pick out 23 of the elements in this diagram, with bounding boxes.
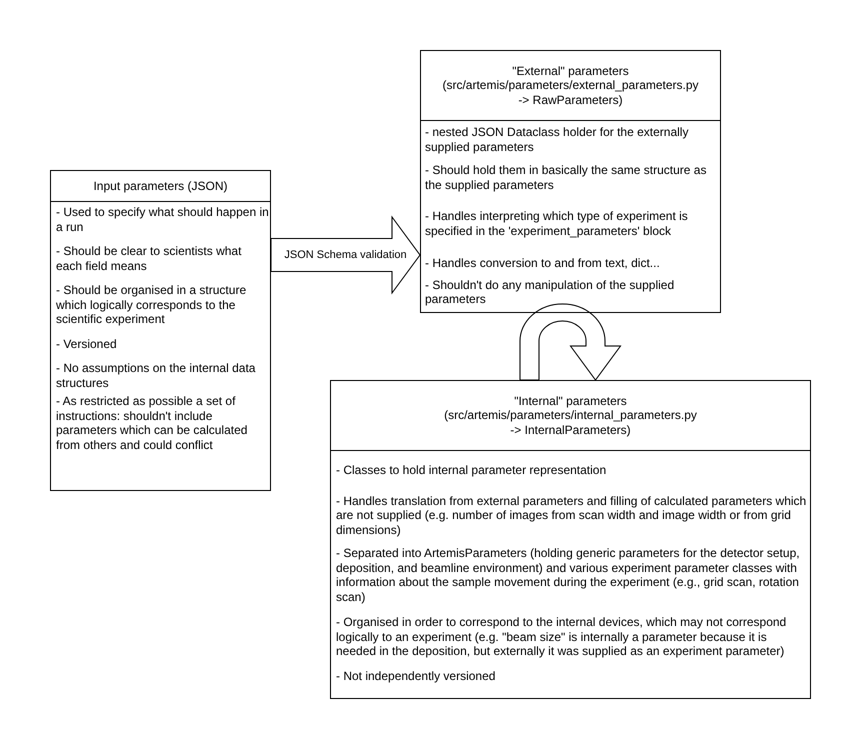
- bullet-text: - Handles interpreting which type of experiment is specified in the 'experiment_parameters' block: [425, 209, 689, 238]
- bullet-text: - Not independently versioned: [336, 668, 496, 683]
- bullet-text: - Used to specify what should happen in a run: [56, 205, 270, 234]
- bullet-text: - Should hold them in basically the same structure as the supplied parameters: [425, 163, 708, 192]
- class-box: [330, 380, 811, 699]
- class-box: [50, 170, 271, 491]
- bullet-text: - Classes to hold internal parameter representation: [336, 463, 608, 478]
- bullet-text: - Versioned: [56, 336, 118, 351]
- u-turn-arrow: [520, 304, 621, 380]
- bullet-text: - Handles conversion to and from text, dict...: [425, 256, 661, 270]
- bullet-text: - Should be organised in a structure which logically corresponds to the scientific experiment: [56, 283, 248, 326]
- bullet-text: - Separated into ArtemisParameters (holding generic parameters for the detector setup, deposition, and beamline environment) and various experiment parameter classes with information about the sample movement during the experiment (e.g., grid scan, rotation scan): [336, 546, 801, 604]
- box-title: "External" parameters (src/artemis/parameters/external_parameters.py -> RawParameters): [442, 64, 700, 108]
- bullet-text: - Should be clear to scientists what each field means: [56, 244, 242, 273]
- box-title: "Internal" parameters (src/artemis/parameters/internal_parameters.py -> InternalParameters): [443, 394, 698, 438]
- bullet-text: - No assumptions on the internal data structures: [56, 361, 256, 390]
- bullet-text: - As restricted as possible a set of instructions: shouldn't include parameters which can be calculated from others and could conflict: [56, 394, 248, 452]
- box-title: Input parameters (JSON): [93, 178, 228, 194]
- class-box: [420, 50, 721, 313]
- bullet-text: - nested JSON Dataclass holder for the externally supplied parameters: [425, 125, 690, 154]
- bullet-text: - Shouldn't do any manipulation of the supplied parameters: [425, 278, 676, 306]
- bullet-text: - Handles translation from external parameters and filling of calculated parameters which are not supplied (e.g. number of images from scan width and image width or from grid dimensions): [336, 494, 808, 537]
- bullet-text: - Organised in order to correspond to the internal devices, which may not correspond logically to an experiment (e.g. "beam size" is internally a parameter because it is needed in the deposition, but externally it was supplied as an experiment parameter): [336, 615, 788, 658]
